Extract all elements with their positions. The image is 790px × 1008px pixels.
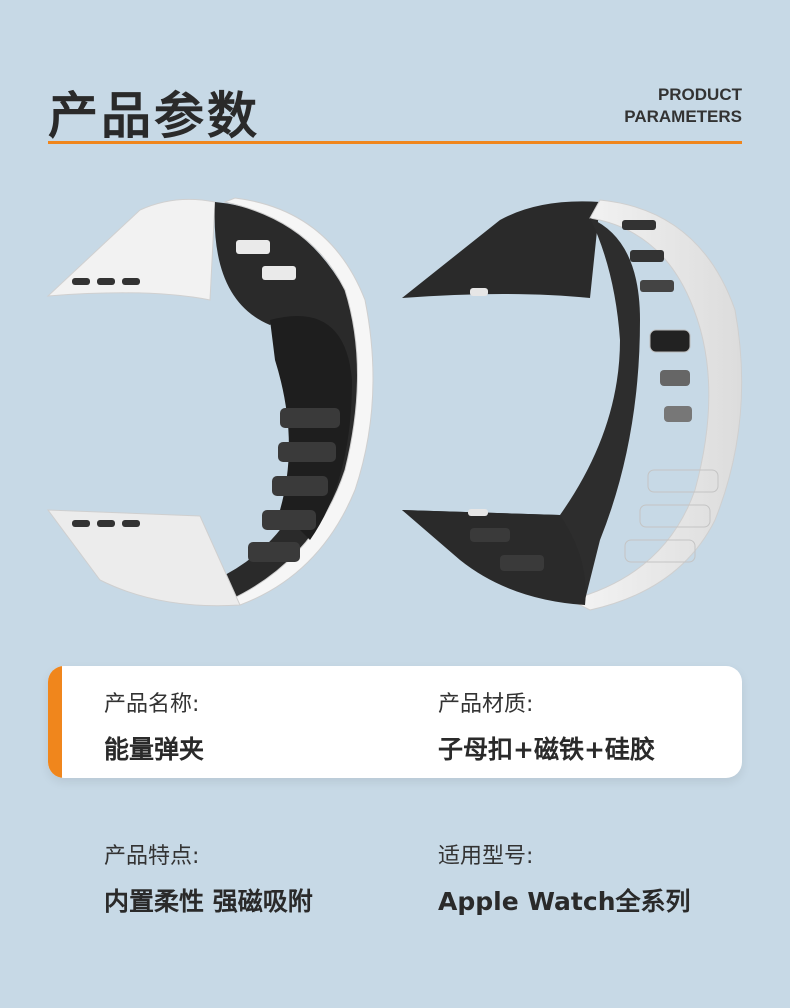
spec-model-value: Apple Watch全系列 [438, 887, 691, 916]
spec-features-label: 产品特点: [104, 844, 200, 869]
spec-name: 产品名称: 能量弹夹 [104, 686, 204, 766]
card-accent-bar [48, 666, 62, 778]
left-band [46, 197, 374, 607]
page-header: 产品参数 PRODUCT PARAMETERS [48, 70, 742, 145]
spec-material-value: 子母扣+磁铁+硅胶 [438, 735, 655, 764]
spec-model: 适用型号: Apple Watch全系列 [438, 838, 691, 918]
page-title: 产品参数 [48, 87, 260, 145]
spec-name-value: 能量弹夹 [104, 735, 205, 764]
spec-material: 产品材质: 子母扣+磁铁+硅胶 [438, 686, 655, 766]
watch-band-image [46, 197, 743, 611]
spec-features: 产品特点: 内置柔性 强磁吸附 [104, 838, 313, 918]
spec-name-label: 产品名称: [104, 692, 200, 717]
header-divider [48, 141, 742, 144]
spec-card: 产品名称: 能量弹夹 产品材质: 子母扣+磁铁+硅胶 [48, 666, 742, 778]
right-band [402, 199, 743, 611]
subtitle-line-2: PARAMETERS [624, 107, 742, 126]
subtitle-line-1: PRODUCT [657, 85, 742, 104]
spec-material-label: 产品材质: [438, 692, 534, 717]
page-subtitle: PRODUCT PARAMETERS [624, 84, 742, 128]
spec-features-value: 内置柔性 强磁吸附 [104, 887, 313, 916]
spec-model-label: 适用型号: [438, 844, 534, 869]
